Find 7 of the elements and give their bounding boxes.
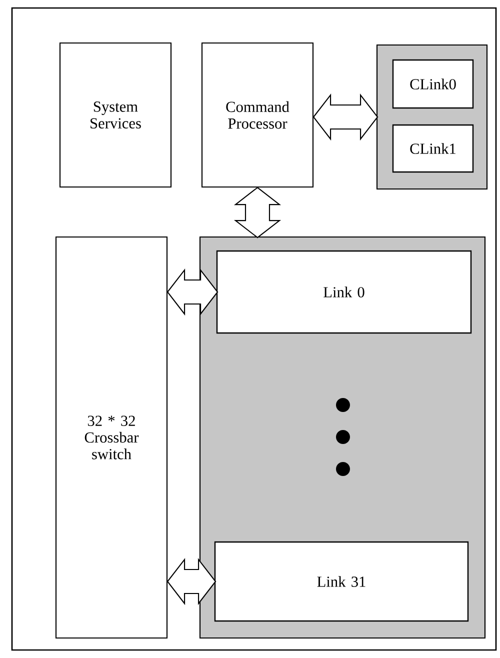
- process-box: CLink0: [392, 59, 474, 109]
- process-box: Link 0: [216, 250, 472, 334]
- process-box: System Services: [59, 42, 172, 188]
- process-box: Link 31: [214, 541, 469, 622]
- process-box: Command Processor: [201, 42, 314, 188]
- process-box: 32 * 32 Crossbar switch: [55, 236, 168, 639]
- process-box: CLink1: [392, 124, 474, 173]
